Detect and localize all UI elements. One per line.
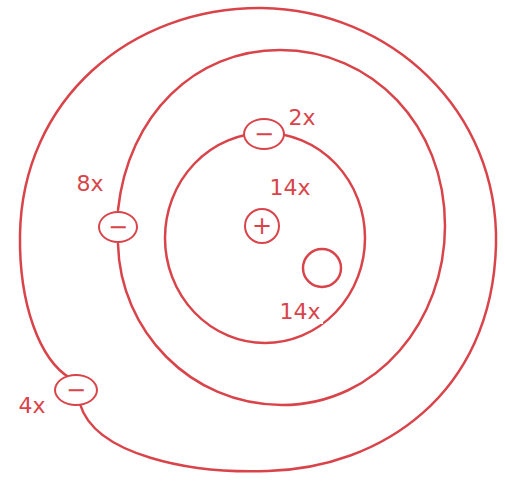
electron-circle: − [98,211,138,243]
count-label: 14x [277,300,322,324]
charge-sign: − [254,122,274,146]
count-label: 14x [267,176,312,200]
neutron-circle [303,249,341,287]
middle-shell [118,50,445,405]
outer-shell [20,8,496,471]
electron-circle: − [54,374,98,406]
electron-circle: − [243,118,285,150]
count-label: 2x [286,106,317,130]
charge-sign: + [252,214,272,238]
charge-sign: − [108,215,128,239]
proton-circle: + [244,208,280,244]
charge-sign: − [66,378,86,402]
count-label: 8x [74,172,105,196]
count-label: 4x [16,394,47,418]
inner-shell [165,133,365,343]
